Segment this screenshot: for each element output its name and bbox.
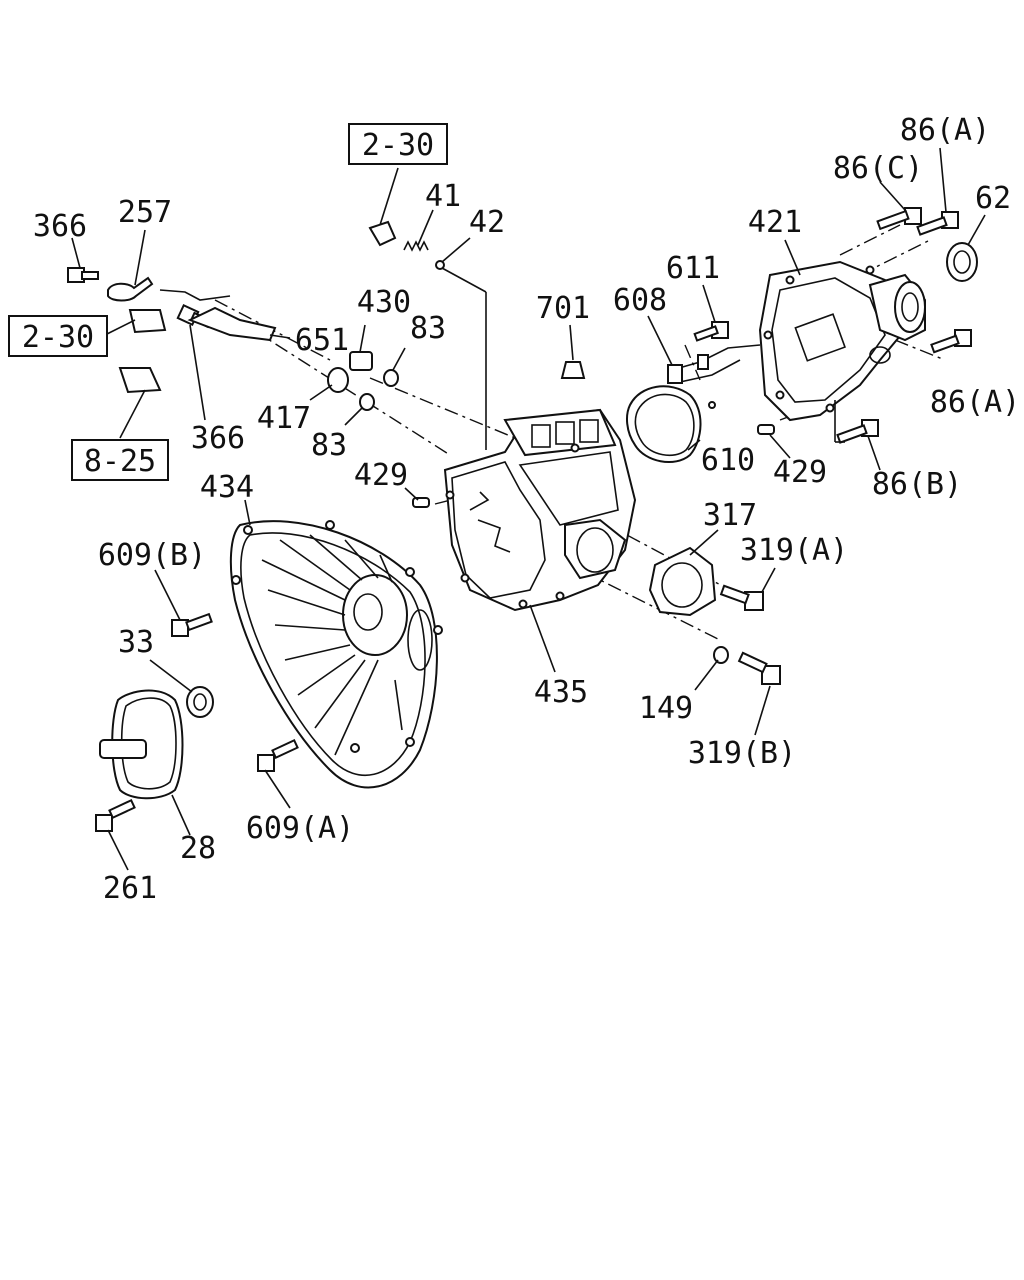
leader-lines xyxy=(71,147,986,871)
callout-421: 421 xyxy=(748,205,802,240)
ref-box-8-25[interactable]: 8-25 xyxy=(71,439,169,481)
gasket-610 xyxy=(626,385,702,463)
callout-430: 430 xyxy=(357,285,411,320)
callout-417: 417 xyxy=(257,401,311,436)
callout-41: 41 xyxy=(425,179,461,214)
callout-257: 257 xyxy=(118,195,172,230)
ref-box-2-30-left[interactable]: 2-30 xyxy=(8,315,108,357)
clutch-housing-434 xyxy=(229,520,443,789)
callout-83-top: 83 xyxy=(410,311,446,346)
harness-608 xyxy=(667,344,761,409)
callout-609b: 609(B) xyxy=(98,538,206,573)
callout-610: 610 xyxy=(701,443,755,478)
seal-62 xyxy=(946,242,978,282)
ref-2-30-top-label: 2-30 xyxy=(362,128,434,163)
callout-317: 317 xyxy=(703,498,757,533)
transmission-case-435 xyxy=(443,408,637,612)
callout-429-right: 429 xyxy=(773,455,827,490)
callout-701: 701 xyxy=(536,291,590,326)
callout-86a-top: 86(A) xyxy=(900,113,990,148)
cover-28 xyxy=(99,689,184,800)
callout-435: 435 xyxy=(534,675,588,710)
callout-611: 611 xyxy=(666,251,720,286)
seal-33 xyxy=(186,686,214,718)
callout-366-top: 366 xyxy=(33,209,87,244)
callout-28: 28 xyxy=(180,831,216,866)
callout-261: 261 xyxy=(103,871,157,906)
callout-608: 608 xyxy=(613,283,667,318)
callout-609a: 609(A) xyxy=(246,811,354,846)
ref-8-25-label: 8-25 xyxy=(84,444,156,479)
ref-box-2-30-top[interactable]: 2-30 xyxy=(348,123,448,165)
callout-86b: 86(B) xyxy=(872,467,962,502)
ref-2-30-left-label: 2-30 xyxy=(22,320,94,355)
callouts: 366 257 41 42 430 83 651 366 417 83 701 … xyxy=(33,113,1020,906)
callout-62: 62 xyxy=(975,181,1011,216)
callout-83-lower: 83 xyxy=(311,428,347,463)
callout-86a-right: 86(A) xyxy=(930,385,1020,420)
callout-33: 33 xyxy=(118,625,154,660)
callout-149: 149 xyxy=(639,691,693,726)
small-parts xyxy=(107,220,775,664)
cover-317 xyxy=(648,546,717,617)
extension-housing-421 xyxy=(758,260,926,422)
callout-86c: 86(C) xyxy=(833,151,923,186)
callout-42: 42 xyxy=(469,205,505,240)
callout-319a: 319(A) xyxy=(740,533,848,568)
callout-319b: 319(B) xyxy=(688,736,796,771)
callout-651: 651 xyxy=(295,323,349,358)
callout-366-lower: 366 xyxy=(191,421,245,456)
bolts xyxy=(67,207,972,832)
callout-429-left: 429 xyxy=(354,458,408,493)
callout-434: 434 xyxy=(200,470,254,505)
